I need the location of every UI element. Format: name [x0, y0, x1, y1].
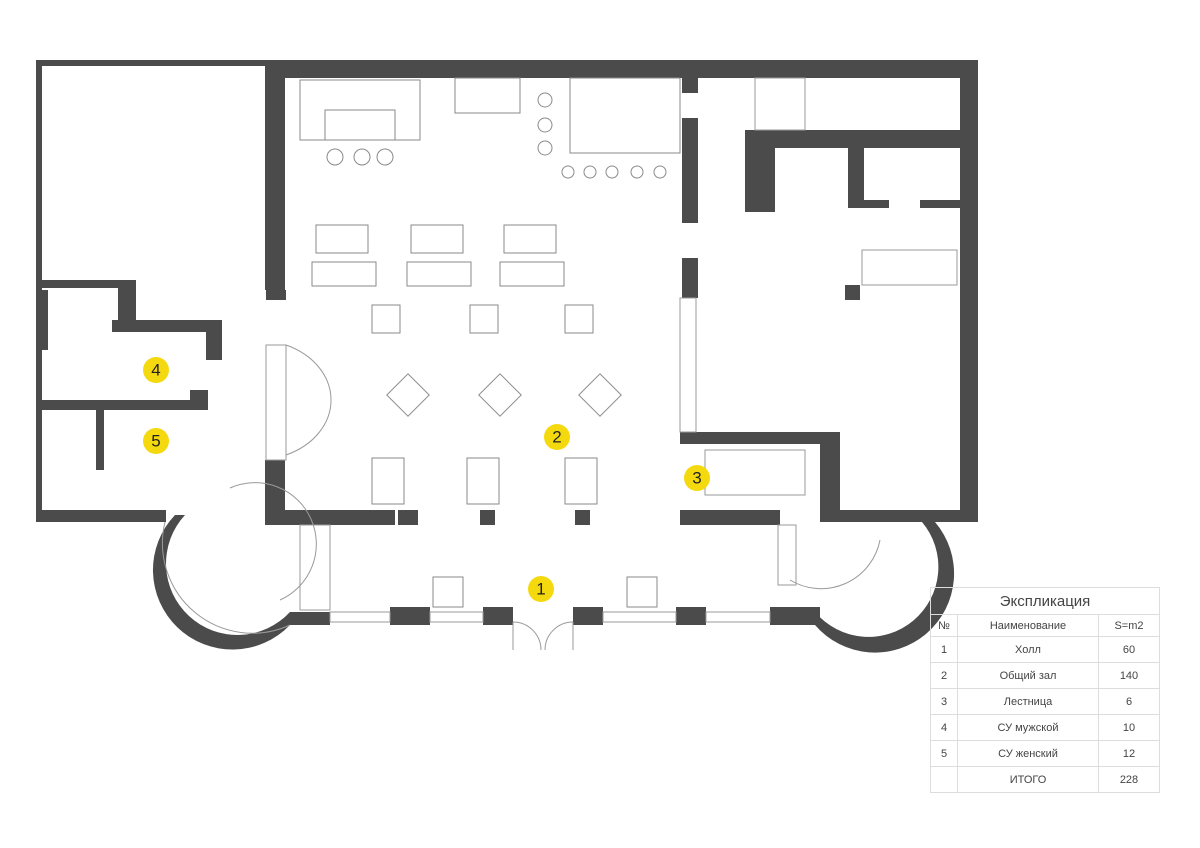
svg-text:2: 2	[552, 428, 561, 447]
header-num: №	[930, 614, 958, 637]
row-area: 140	[1098, 662, 1160, 689]
row-num: 4	[930, 714, 958, 741]
row-num: 5	[930, 740, 958, 767]
row-area: 6	[1098, 688, 1160, 715]
left-stair-tower	[152, 515, 290, 650]
room-marker-2: 2	[544, 424, 570, 450]
room-marker-3: 3	[684, 465, 710, 491]
row-area: 10	[1098, 714, 1160, 741]
row-area: 12	[1098, 740, 1160, 767]
row-num: 3	[930, 688, 958, 715]
right-stair-tower	[815, 522, 955, 653]
svg-text:4: 4	[151, 361, 160, 380]
total-num	[930, 766, 958, 793]
row-num: 2	[930, 662, 958, 689]
row-area: 60	[1098, 636, 1160, 663]
svg-text:1: 1	[536, 580, 545, 599]
header-area: S=m2	[1098, 614, 1160, 637]
total-area: 228	[1098, 766, 1160, 793]
svg-text:5: 5	[151, 432, 160, 451]
total-name: ИТОГО	[957, 766, 1099, 793]
row-name: Общий зал	[957, 662, 1099, 689]
furniture	[299, 77, 681, 608]
row-name: Холл	[957, 636, 1099, 663]
walls	[36, 60, 978, 625]
room-marker-1: 1	[528, 576, 554, 602]
room-marker-5: 5	[143, 428, 169, 454]
row-name: СУ мужской	[957, 714, 1099, 741]
row-name: СУ женский	[957, 740, 1099, 767]
row-name: Лестница	[957, 688, 1099, 715]
header-name: Наименование	[957, 614, 1099, 637]
explication-title: Экспликация	[930, 587, 1160, 615]
row-num: 1	[930, 636, 958, 663]
svg-text:3: 3	[692, 469, 701, 488]
room-marker-4: 4	[143, 357, 169, 383]
